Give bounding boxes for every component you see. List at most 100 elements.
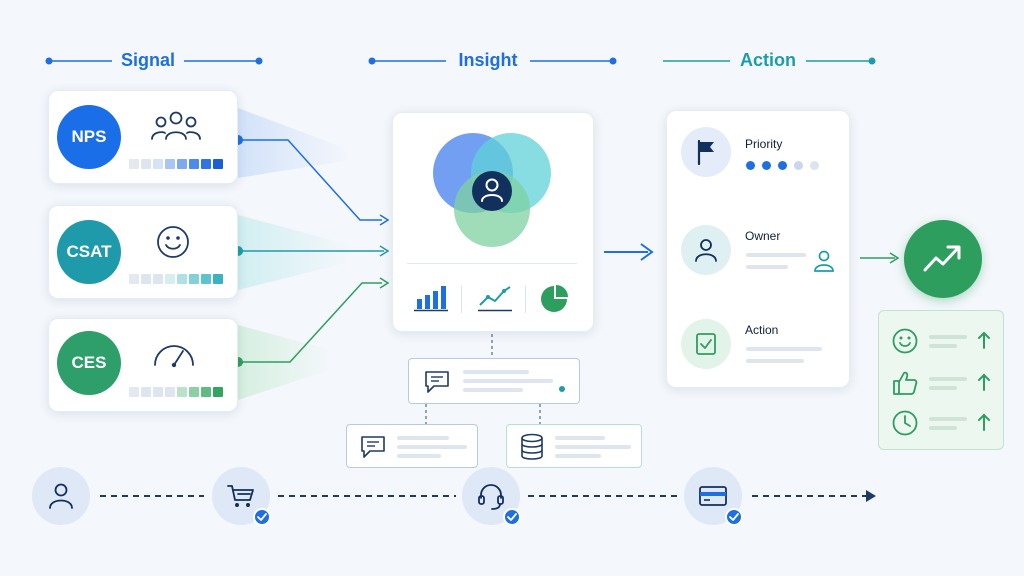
thumbs-up-icon (893, 371, 918, 395)
database-source-card[interactable] (506, 424, 642, 468)
ces-scale-seg-3 (153, 387, 163, 397)
placeholder-line (929, 377, 967, 381)
beam-nps (238, 108, 350, 178)
outcome-circle[interactable] (904, 220, 982, 298)
placeholder-line (555, 454, 601, 458)
nps-scale-seg-1 (129, 159, 139, 169)
line-chart-icon (478, 286, 512, 312)
action-icon-circle (681, 319, 731, 369)
metric-card-csat[interactable]: CSAT (48, 205, 238, 299)
nps-badge: NPS (57, 105, 121, 169)
header-rule-signal (45, 57, 263, 65)
insight-card[interactable] (392, 112, 594, 332)
arrow-action-outcome (860, 252, 900, 264)
feedback-source-card[interactable] (408, 358, 580, 404)
header-rule-insight (368, 57, 617, 65)
icon-separator (525, 285, 526, 313)
placeholder-line (929, 335, 967, 339)
bar-chart-icon (414, 286, 448, 312)
journey-step-payment[interactable] (684, 467, 743, 526)
venn-diagram (433, 133, 551, 247)
person-icon (814, 250, 834, 272)
csat-scale-seg-6 (189, 274, 199, 284)
placeholder-line (929, 417, 967, 421)
check-icon (725, 508, 743, 526)
ces-scale-seg-8 (213, 387, 223, 397)
journey-step-customer[interactable] (32, 467, 90, 525)
chat-icon (425, 371, 449, 393)
cart-icon (227, 485, 254, 507)
stage-header-signal: Signal (120, 49, 175, 70)
ces-scale-seg-2 (141, 387, 151, 397)
header-rule-action (663, 57, 876, 65)
ces-scale-seg-1 (129, 387, 139, 397)
csat-scale-seg-7 (201, 274, 211, 284)
action-label: Action (745, 323, 779, 337)
arrow-up-icon (978, 413, 990, 431)
csat-scale-seg-1 (129, 274, 139, 284)
check-icon (503, 508, 521, 526)
check-icon (253, 508, 271, 526)
csat-badge: CSAT (57, 220, 121, 284)
icon-separator (461, 285, 462, 313)
nps-scale-seg-2 (141, 159, 151, 169)
ces-scale-seg-6 (189, 387, 199, 397)
placeholder-line (746, 265, 788, 269)
csat-scale-seg-5 (177, 274, 187, 284)
ces-scale-seg-4 (165, 387, 175, 397)
person-icon (695, 239, 717, 262)
ces-scale-seg-5 (177, 387, 187, 397)
priority-dot-2 (762, 161, 771, 170)
status-dot (559, 386, 565, 392)
placeholder-line (746, 253, 806, 257)
ces-badge: CES (57, 331, 121, 395)
metric-card-nps[interactable]: NPS (48, 90, 238, 184)
action-card[interactable]: Priority Owner Action (666, 110, 850, 388)
journey-step-purchase[interactable] (212, 467, 271, 526)
clock-icon (892, 410, 918, 436)
nps-scale-seg-5 (177, 159, 187, 169)
nps-scale-seg-4 (165, 159, 175, 169)
ces-scale-seg-7 (201, 387, 211, 397)
csat-scale (129, 274, 223, 284)
journey-step-support[interactable] (462, 467, 521, 526)
placeholder-line (555, 436, 605, 440)
database-icon (521, 433, 543, 460)
csat-scale-seg-8 (213, 274, 223, 284)
arrow-insight-action (604, 243, 654, 261)
placeholder-line (397, 445, 467, 449)
csat-scale-seg-3 (153, 274, 163, 284)
placeholder-line (463, 370, 529, 374)
nps-scale-seg-8 (213, 159, 223, 169)
metric-card-ces[interactable]: CES (48, 318, 238, 412)
csat-scale-seg-4 (165, 274, 175, 284)
checkbox-icon (696, 333, 716, 355)
person-icon (481, 178, 503, 202)
arrow-up-icon (978, 373, 990, 391)
chat-source-card[interactable] (346, 424, 478, 468)
placeholder-line (463, 388, 523, 392)
priority-dot-1 (746, 161, 755, 170)
stage-header-action: Action (740, 49, 796, 70)
outcome-metrics-panel (878, 310, 1004, 450)
owner-icon-circle (681, 225, 731, 275)
trend-up-icon (923, 245, 961, 272)
journey-line (100, 490, 876, 502)
stage-header-insight: Insight (458, 49, 518, 70)
headset-icon (478, 484, 504, 510)
placeholder-line (746, 359, 804, 363)
placeholder-line (397, 454, 441, 458)
priority-dot-3 (778, 161, 787, 170)
nps-scale-seg-3 (153, 159, 163, 169)
gauge-icon (154, 345, 194, 368)
priority-dot-5 (810, 161, 819, 170)
priority-dot-4 (794, 161, 803, 170)
arrow-up-icon (978, 331, 990, 349)
priority-label: Priority (745, 137, 783, 151)
priority-icon-circle (681, 127, 731, 177)
placeholder-line (463, 379, 553, 383)
chat-icon (361, 436, 385, 458)
priority-dots (746, 161, 819, 170)
insight-divider (407, 263, 577, 264)
ces-scale (129, 387, 223, 397)
